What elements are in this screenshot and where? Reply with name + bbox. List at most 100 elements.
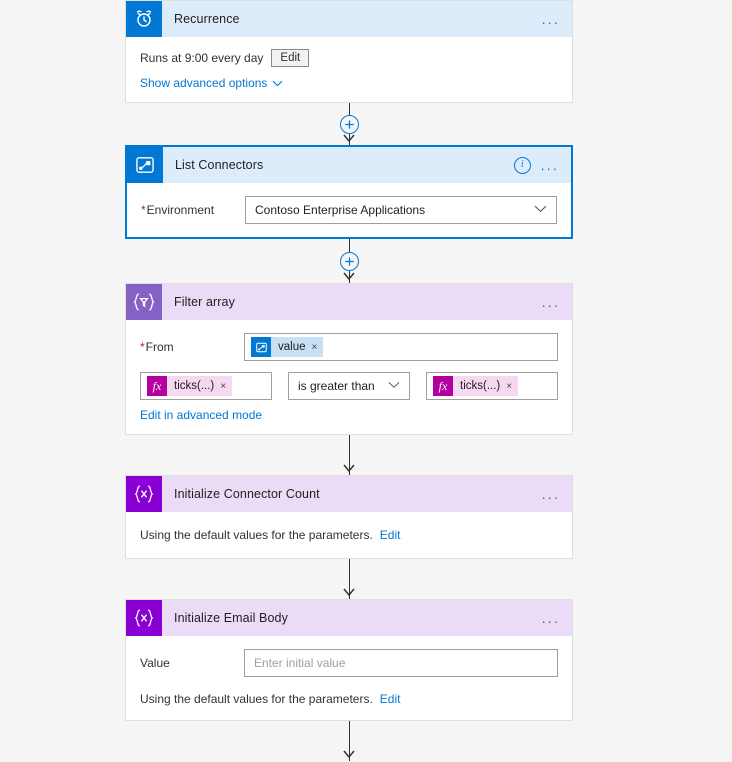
filter-condition-row: fx ticks(...) × is greater than: [140, 372, 558, 400]
card-header-list-connectors[interactable]: List Connectors i ...: [127, 147, 571, 183]
card-header-actions: ...: [541, 11, 572, 27]
token-content: ticks(...) ×: [453, 376, 519, 396]
remove-token-icon[interactable]: ×: [311, 341, 318, 353]
connector-line: [348, 435, 350, 475]
step-card-recurrence[interactable]: Recurrence ... Runs at 9:00 every day Ed…: [125, 0, 573, 103]
value-input-placeholder: Enter initial value: [254, 656, 346, 670]
card-header-actions: ...: [541, 486, 572, 502]
from-field-row: *From: [140, 332, 558, 362]
card-header-actions: ...: [541, 294, 572, 310]
arrow-head-icon: [343, 748, 355, 762]
environment-field-label: *Environment: [141, 203, 245, 217]
card-header-actions: ...: [541, 610, 572, 626]
connector-email-body-to-next: [125, 721, 573, 761]
card-header-recurrence[interactable]: Recurrence ...: [126, 1, 572, 37]
card-header-actions: i ...: [513, 156, 571, 174]
step-card-list-connectors[interactable]: List Connectors i ... *Environment Conto…: [125, 145, 573, 239]
default-parameters-text: Using the default values for the paramet…: [140, 692, 373, 706]
default-parameters-text: Using the default values for the paramet…: [140, 528, 373, 542]
arrow-head-icon: [343, 270, 355, 284]
edit-parameters-link[interactable]: Edit: [379, 528, 401, 542]
arrow-head-icon: [343, 586, 355, 600]
overflow-menu-icon[interactable]: ...: [541, 294, 560, 310]
condition-operator-select[interactable]: is greater than: [288, 372, 410, 400]
arrow-head-icon: [343, 132, 355, 146]
expression-token-ticks-left[interactable]: fx ticks(...) ×: [147, 376, 233, 396]
environment-label-text: Environment: [146, 203, 215, 217]
edit-in-advanced-mode-link[interactable]: Edit in advanced mode: [140, 408, 263, 422]
default-parameters-row: Using the default values for the paramet…: [140, 528, 558, 542]
recurrence-schedule-row: Runs at 9:00 every day Edit: [140, 49, 558, 67]
flow-connector-icon: [127, 147, 163, 183]
overflow-menu-icon[interactable]: ...: [540, 157, 559, 173]
environment-select[interactable]: Contoso Enterprise Applications: [245, 196, 557, 224]
connector-filter-array-to-connector-count: [125, 435, 573, 475]
flow-connector-icon: [251, 337, 271, 357]
overflow-menu-icon[interactable]: ...: [541, 610, 560, 626]
overflow-menu-icon[interactable]: ...: [541, 11, 560, 27]
environment-selected-value: Contoso Enterprise Applications: [255, 203, 426, 217]
arrow-head-icon: [343, 462, 355, 476]
card-title-list-connectors: List Connectors: [175, 158, 264, 172]
connector-line: [348, 559, 350, 599]
edit-parameters-link[interactable]: Edit: [379, 692, 401, 706]
card-body-recurrence: Runs at 9:00 every day Edit Show advance…: [126, 37, 572, 102]
token-content: value ×: [271, 337, 324, 357]
insert-step-button[interactable]: [339, 251, 359, 271]
value-field-label: Value: [140, 656, 170, 670]
card-header-filter-array[interactable]: Filter array ...: [126, 284, 572, 320]
from-field-label: *From: [140, 340, 244, 354]
dynamic-content-token-value[interactable]: value ×: [251, 337, 324, 357]
connector-recurrence-to-list-connectors: [125, 103, 573, 145]
step-card-initialize-connector-count[interactable]: Initialize Connector Count ... Using the…: [125, 475, 573, 559]
variable-braces-icon: [126, 600, 162, 636]
card-body-initialize-email-body: Value Enter initial value Using the defa…: [126, 636, 572, 720]
default-parameters-row: Using the default values for the paramet…: [140, 692, 558, 706]
card-header-initialize-email-body[interactable]: Initialize Email Body ...: [126, 600, 572, 636]
card-body-list-connectors: *Environment Contoso Enterprise Applicat…: [127, 183, 571, 237]
card-title-recurrence: Recurrence: [174, 12, 240, 26]
card-body-initialize-connector-count: Using the default values for the paramet…: [126, 512, 572, 558]
value-field-row: Value Enter initial value: [140, 648, 558, 678]
token-content: ticks(...) ×: [167, 376, 233, 396]
remove-token-icon[interactable]: ×: [506, 380, 513, 392]
fx-icon: fx: [433, 376, 453, 396]
fx-icon: fx: [147, 376, 167, 396]
environment-field-row: *Environment Contoso Enterprise Applicat…: [141, 195, 557, 225]
from-token-input[interactable]: value ×: [244, 333, 558, 361]
connector-connector-count-to-email-body: [125, 559, 573, 599]
card-body-filter-array: *From: [126, 320, 572, 434]
remove-token-icon[interactable]: ×: [220, 380, 227, 392]
show-advanced-options-link[interactable]: Show advanced options: [140, 76, 268, 90]
filter-braces-icon: [126, 284, 162, 320]
chevron-down-icon: [388, 380, 400, 392]
value-input[interactable]: Enter initial value: [244, 649, 558, 677]
card-title-initialize-connector-count: Initialize Connector Count: [174, 487, 320, 501]
info-icon[interactable]: i: [513, 156, 531, 174]
recurrence-schedule-text: Runs at 9:00 every day: [140, 51, 264, 65]
step-card-initialize-email-body[interactable]: Initialize Email Body ... Value Enter in…: [125, 599, 573, 721]
show-advanced-options-row[interactable]: Show advanced options: [140, 76, 558, 90]
condition-left-operand[interactable]: fx ticks(...) ×: [140, 372, 272, 400]
overflow-menu-icon[interactable]: ...: [541, 486, 560, 502]
condition-operator-value: is greater than: [298, 379, 375, 393]
recurrence-edit-button[interactable]: Edit: [271, 49, 310, 67]
token-label: value: [278, 341, 306, 353]
card-header-initialize-connector-count[interactable]: Initialize Connector Count ...: [126, 476, 572, 512]
expression-token-ticks-right[interactable]: fx ticks(...) ×: [433, 376, 519, 396]
flow-step-column: Recurrence ... Runs at 9:00 every day Ed…: [125, 0, 575, 761]
connector-list-connectors-to-filter-array: [125, 239, 573, 283]
variable-braces-icon: [126, 476, 162, 512]
card-title-filter-array: Filter array: [174, 295, 235, 309]
step-card-filter-array[interactable]: Filter array ... *From: [125, 283, 573, 435]
alarm-clock-icon: [126, 1, 162, 37]
required-asterisk: *: [140, 340, 145, 354]
token-label: ticks(...): [460, 380, 501, 392]
advanced-mode-row: Edit in advanced mode: [140, 408, 558, 422]
required-asterisk: *: [141, 203, 146, 217]
chevron-down-icon: [534, 204, 547, 216]
condition-right-operand[interactable]: fx ticks(...) ×: [426, 372, 558, 400]
card-title-initialize-email-body: Initialize Email Body: [174, 611, 288, 625]
insert-step-button[interactable]: [339, 114, 359, 134]
flow-designer-canvas: Recurrence ... Runs at 9:00 every day Ed…: [125, 0, 573, 761]
